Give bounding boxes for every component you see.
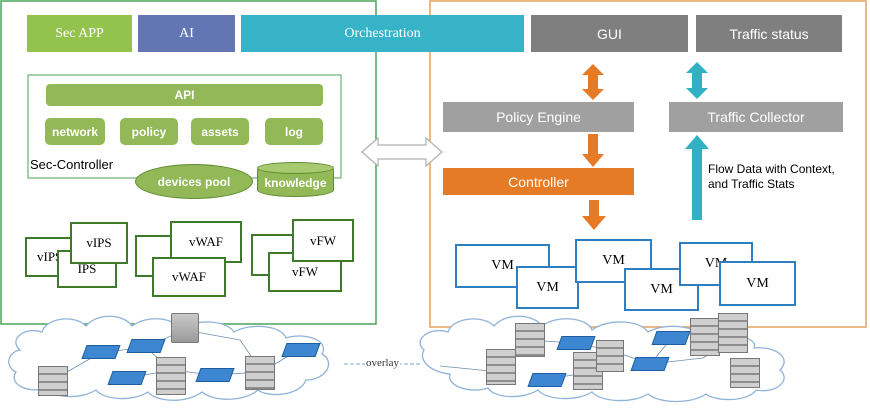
server-rack-icon — [156, 357, 186, 395]
sec-app-bar: Sec APP — [27, 15, 132, 52]
orange-down-arrow-icon — [582, 134, 604, 167]
network-switch-icon — [281, 343, 321, 357]
orange-down-arrow-icon-2 — [582, 200, 606, 230]
orange-double-arrow-icon — [582, 64, 604, 100]
traffic-collector-box: Traffic Collector — [669, 102, 843, 132]
server-rack-icon — [515, 323, 545, 357]
api-bar: API — [46, 84, 323, 106]
devices-pool-label: devices pool — [157, 174, 231, 189]
policy-engine-box: Policy Engine — [443, 102, 634, 132]
ai-bar: AI — [138, 15, 235, 52]
module-network: network — [45, 118, 105, 145]
vips-card-front: vIPS — [70, 222, 128, 264]
network-switch-icon — [195, 368, 235, 382]
teal-up-arrow-icon — [685, 135, 709, 220]
network-switch-icon — [556, 336, 596, 350]
server-rack-icon — [690, 318, 720, 356]
server-rack-icon — [596, 340, 624, 372]
vwaf-card-back: vWAF — [152, 257, 226, 297]
flow-data-note: Flow Data with Context, and Traffic Stat… — [708, 162, 835, 191]
server-rack-icon — [245, 356, 275, 390]
network-switch-icon — [630, 357, 670, 371]
traffic-status-bar: Traffic status — [696, 15, 842, 52]
module-policy: policy — [120, 118, 178, 145]
vfw-card-front: vFW — [292, 219, 354, 262]
knowledge-label: knowledge — [264, 176, 327, 190]
sec-controller-label: Sec-Controller — [30, 157, 114, 172]
server-rack-icon — [730, 358, 760, 388]
orchestration-bar: Orchestration — [241, 15, 524, 52]
vips-card-back-label: vIPS — [37, 249, 63, 264]
server-rack-icon — [38, 366, 68, 396]
server-rack-icon — [486, 349, 516, 385]
overlay-label: overlay — [365, 357, 400, 369]
network-switch-icon — [107, 371, 147, 385]
gui-bar: GUI — [531, 15, 688, 52]
server-rack-icon — [718, 313, 748, 353]
controller-box: Controller — [443, 168, 634, 195]
network-switch-icon — [126, 339, 166, 353]
right-panel-border — [429, 0, 867, 328]
vwaf-card-front: vWAF — [170, 221, 242, 263]
module-log: log — [265, 118, 323, 145]
vm-box-6: VM — [719, 261, 796, 306]
teal-double-arrow-icon — [686, 62, 708, 99]
server-rack-icon — [171, 313, 199, 343]
devices-pool-ellipse: devices pool — [135, 164, 253, 199]
network-switch-icon — [651, 331, 691, 345]
knowledge-database-top — [257, 162, 334, 174]
network-switch-icon — [81, 345, 121, 359]
module-assets: assets — [191, 118, 249, 145]
vm-box-2: VM — [516, 266, 579, 309]
double-arrow-icon — [361, 136, 443, 168]
network-switch-icon — [527, 373, 567, 387]
vm-box-4: VM — [624, 268, 699, 311]
